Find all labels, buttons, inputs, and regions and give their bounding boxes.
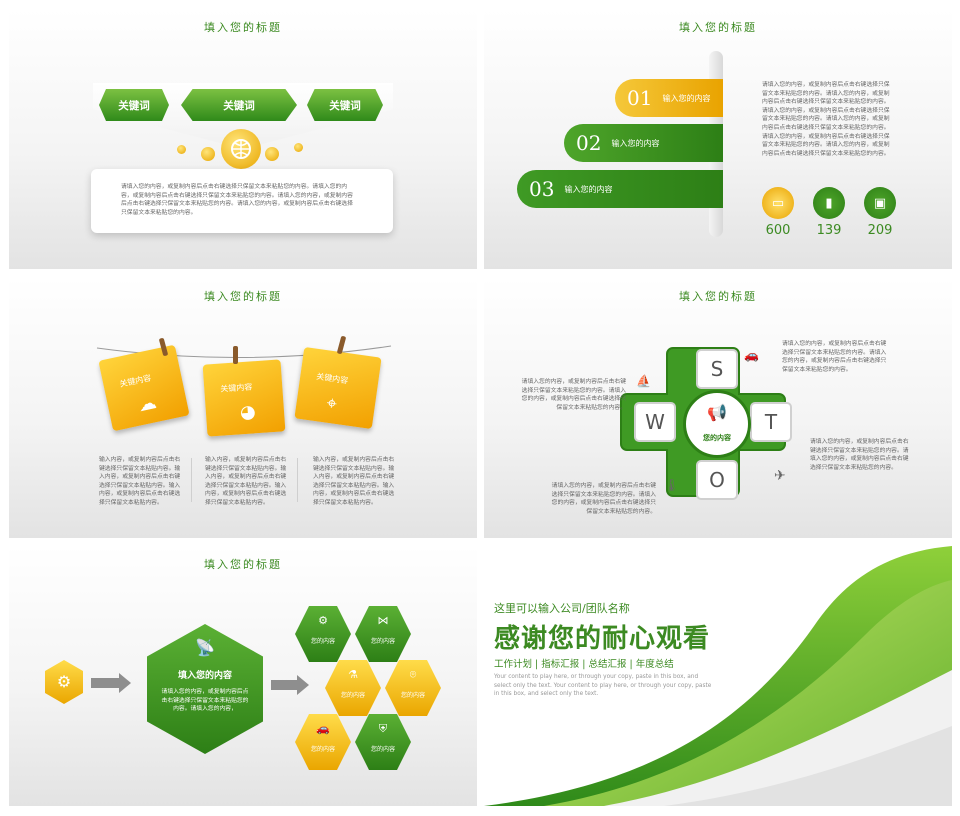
hex-item-6: ⛨ 您的内容 bbox=[355, 714, 411, 770]
slide-hanging-notes: 填入您的标题 关键内容 ☁ 关键内容 ◕ 关键内容 ⌖ 输入内容，或复制内容后点… bbox=[9, 278, 477, 538]
content-text: 输入内容，或复制内容后点击右键选择只保留文本粘贴内容。输入内容，或复制内容后点击… bbox=[205, 457, 287, 506]
laptop-icon: ▭ bbox=[762, 187, 794, 219]
slide-hexagons: 填入您的标题 ⚙ 📡 填入您的内容 请填入您的内容，或复制内容后点击右键选择只保… bbox=[9, 546, 477, 806]
ribbon-label: 输入您的内容 bbox=[662, 93, 711, 103]
sailboat-icon: ⛵ bbox=[636, 374, 651, 388]
gear-icon: ⚙ bbox=[318, 614, 328, 627]
ribbon-02: 02 输入您的内容 bbox=[564, 124, 723, 162]
main-hexagon: 📡 填入您的内容 请填入您的内容，或复制内容后点击右键选择只保留文本来粘贴您的内… bbox=[147, 624, 263, 754]
hex-item-4: ⌾ 您的内容 bbox=[385, 660, 441, 716]
subtitle: 工作计划 | 指标汇报 | 总结汇报 | 年度总结 bbox=[494, 659, 674, 670]
ribbon-number: 01 bbox=[627, 86, 653, 110]
ribbon-label: 输入您的内容 bbox=[611, 138, 660, 148]
ribbon-label: 输入您的内容 bbox=[564, 184, 613, 194]
signal-icon: 📡 bbox=[195, 638, 215, 657]
green-swoosh bbox=[484, 546, 952, 806]
hex-label: 您的内容 bbox=[400, 692, 425, 699]
content-text: 请填入您的内容，或复制内容后点击右键选择只保留文本来粘贴您的内容。请填入您的内容… bbox=[810, 439, 909, 471]
decor-dot bbox=[201, 147, 215, 161]
hex-item-2: ⋈ 您的内容 bbox=[355, 606, 411, 662]
swot-center-label: 您的内容 bbox=[703, 434, 731, 442]
stat-value: 139 bbox=[816, 223, 842, 238]
keyword-tag-1: 关键词 bbox=[99, 89, 169, 121]
swot-t: T bbox=[750, 402, 792, 442]
swot-s: S bbox=[696, 349, 738, 389]
car-icon: 🚗 bbox=[316, 722, 330, 735]
hex-item-1: ⚙ 您的内容 bbox=[295, 606, 351, 662]
slide-title: 填入您的标题 bbox=[679, 21, 757, 34]
note-label: 关键内容 bbox=[315, 371, 349, 386]
decor-dot bbox=[265, 147, 279, 161]
note-label: 关键内容 bbox=[118, 373, 152, 389]
content-text: 输入内容，或复制内容后点击右键选择只保留文本粘贴内容。输入内容，或复制内容后点击… bbox=[99, 457, 181, 506]
thanks-heading: 感谢您的耐心观看 bbox=[494, 624, 711, 654]
monitor-icon: ▣ bbox=[864, 187, 896, 219]
thermometer-icon: 🌡 bbox=[664, 478, 680, 492]
slide-swot: 填入您的标题 S W T O 📢 您的内容 🚗 ⛵ ✈ 🌡 请填入您的内容，或复… bbox=[484, 278, 952, 538]
ribbon-01: 01 输入您的内容 bbox=[615, 79, 723, 117]
content-box: 请填入您的内容，或复制内容后点击右键选择只保留文本来粘贴您的内容。请填入您的内容… bbox=[91, 169, 393, 233]
ribbon-03: 03 输入您的内容 bbox=[517, 170, 723, 208]
telescope-icon: ⌖ bbox=[325, 392, 339, 415]
swot-o: O bbox=[696, 460, 738, 500]
car-icon: 🚗 bbox=[744, 348, 759, 362]
ribbon-number: 03 bbox=[529, 177, 555, 201]
keyword-tag-3: 关键词 bbox=[307, 89, 383, 121]
lab-icon: ⚗ bbox=[348, 668, 358, 681]
decor-dot bbox=[294, 143, 303, 152]
divider bbox=[191, 458, 192, 502]
shield-icon: ⛨ bbox=[378, 722, 388, 735]
content-text: 请填入您的内容，或复制内容后点击右键选择只保留文本来粘贴您的内容。请填入您的内容… bbox=[121, 184, 353, 216]
clothespin bbox=[233, 346, 238, 364]
network-icon: ⋈ bbox=[377, 614, 389, 627]
content-text: 请填入您的内容，或复制内容后点击右键选择只保留文本来粘贴您的内容。请填入您的内容… bbox=[521, 379, 626, 411]
gears-icon: ⚙ bbox=[45, 660, 83, 704]
sticky-note-2: 关键内容 ◕ bbox=[202, 359, 286, 437]
divider bbox=[297, 458, 298, 502]
weather-icon: ☁ bbox=[136, 391, 159, 417]
english-text: Your content to play here, or through yo… bbox=[494, 674, 712, 698]
hex-label: 您的内容 bbox=[310, 638, 335, 645]
slide-title: 填入您的标题 bbox=[204, 21, 282, 34]
main-hex-text: 请填入您的内容，或复制内容后点击右键选择只保留文本来粘贴您的内容。请填入您的内容… bbox=[161, 689, 249, 713]
slide-thanks: 这里可以输入公司/团队名称 感谢您的耐心观看 工作计划 | 指标汇报 | 总结汇… bbox=[484, 546, 952, 806]
slide-ribbons: 填入您的标题 01 输入您的内容 02 输入您的内容 03 输入您的内容 请填入… bbox=[484, 9, 952, 269]
decor-dot bbox=[177, 145, 186, 154]
sticky-note-1: 关键内容 ☁ bbox=[98, 344, 190, 432]
slide-keywords: 填入您的标题 关键词 关键词 关键词 请填入您的内容，或复制内容后点击右键选择只… bbox=[9, 9, 477, 269]
stat-value: 209 bbox=[867, 223, 893, 238]
sticky-note-3: 关键内容 ⌖ bbox=[294, 346, 382, 430]
arrow-right bbox=[271, 675, 309, 695]
hex-item-3: ⚗ 您的内容 bbox=[325, 660, 381, 716]
company-name: 这里可以输入公司/团队名称 bbox=[494, 602, 630, 615]
stat-value: 600 bbox=[765, 223, 791, 238]
hex-label: 您的内容 bbox=[310, 746, 335, 753]
slide-title: 填入您的标题 bbox=[679, 290, 757, 303]
content-text: 请填入您的内容，或复制内容后点击右键选择只保留文本来粘贴您的内容。请填入您的内容… bbox=[762, 82, 890, 157]
hex-item-5: 🚗 您的内容 bbox=[295, 714, 351, 770]
bar-chart-icon: ▮ bbox=[813, 187, 845, 219]
hex-label: 您的内容 bbox=[340, 692, 365, 699]
note-label: 关键内容 bbox=[220, 382, 253, 394]
airplane-icon: ✈ bbox=[774, 468, 786, 484]
content-text: 输入内容，或复制内容后点击右键选择只保留文本粘贴内容。输入内容，或复制内容后点击… bbox=[313, 457, 395, 506]
swot-w: W bbox=[634, 402, 676, 442]
hex-label: 您的内容 bbox=[370, 746, 395, 753]
main-hex-title: 填入您的内容 bbox=[177, 671, 232, 681]
content-text: 请填入您的内容，或复制内容后点击右键选择只保留文本来粘贴您的内容。请填入您的内容… bbox=[551, 483, 656, 515]
globe-icon bbox=[221, 129, 261, 169]
arrow-right bbox=[91, 673, 131, 693]
location-pin-icon: ⌾ bbox=[409, 668, 417, 681]
hex-label: 您的内容 bbox=[370, 638, 395, 645]
pie-chart-icon: ◕ bbox=[239, 401, 257, 424]
keyword-tag-2: 关键词 bbox=[181, 89, 297, 121]
swot-center: 📢 您的内容 bbox=[683, 390, 751, 458]
slide-title: 填入您的标题 bbox=[204, 558, 282, 571]
megaphone-icon: 📢 bbox=[707, 403, 727, 422]
ribbon-number: 02 bbox=[576, 131, 602, 155]
slide-title: 填入您的标题 bbox=[204, 290, 282, 303]
clothesline bbox=[96, 345, 392, 358]
content-text: 请填入您的内容，或复制内容后点击右键选择只保留文本来粘贴您的内容。请填入您的内容… bbox=[782, 341, 887, 373]
